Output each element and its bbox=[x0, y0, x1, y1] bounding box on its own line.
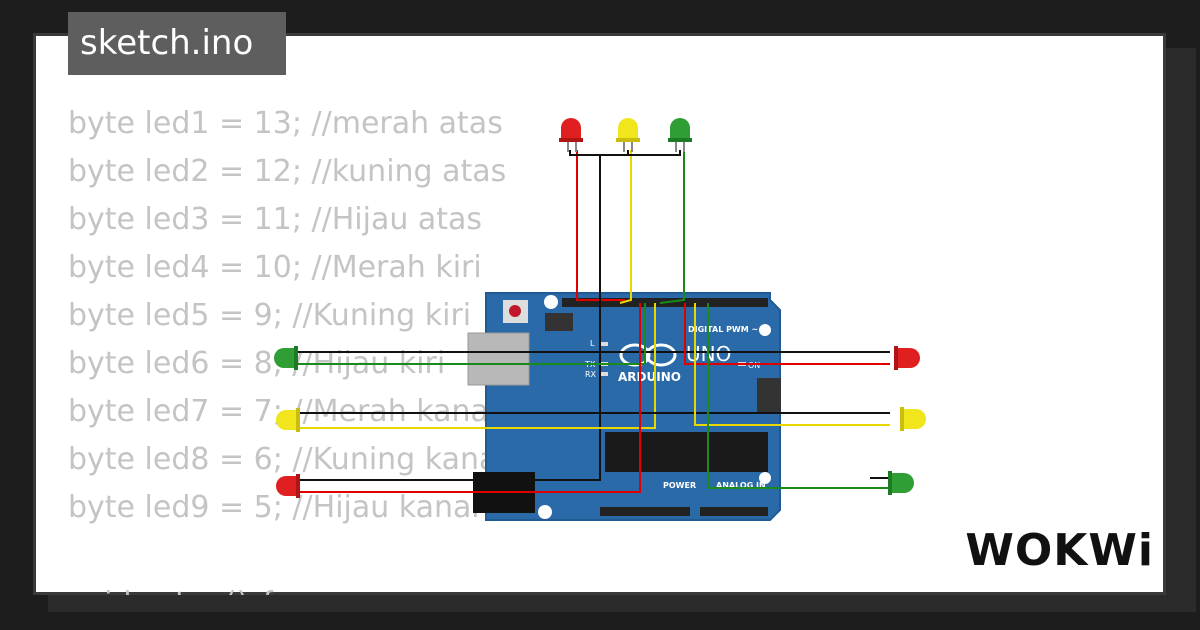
wire-green[interactable] bbox=[707, 303, 890, 489]
atmega-chip bbox=[605, 432, 768, 472]
led-yellow-right[interactable] bbox=[900, 407, 926, 431]
led-green-right[interactable] bbox=[888, 471, 914, 495]
code-line: byte led3 = 11; //Hijau atas bbox=[68, 202, 483, 237]
on-label: ON bbox=[748, 361, 760, 370]
code-line: byte led5 = 9; //Kuning kiri bbox=[68, 298, 472, 333]
analog-header bbox=[700, 507, 768, 516]
led-red-top[interactable] bbox=[559, 118, 583, 152]
led-green-top[interactable] bbox=[668, 118, 692, 152]
rx-led-icon bbox=[600, 372, 608, 376]
wire-green[interactable] bbox=[295, 303, 646, 365]
l-led-icon bbox=[600, 342, 608, 346]
icsp-header bbox=[545, 313, 573, 331]
led-yellow-left[interactable] bbox=[276, 408, 300, 432]
wire-black[interactable] bbox=[628, 150, 681, 156]
code-line: byte led4 = 10; //Merah kiri bbox=[68, 250, 482, 285]
wokwi-logo: WOKWi bbox=[965, 525, 1154, 576]
code-line: byte led8 = 6; //Kuning kanan bbox=[68, 442, 517, 477]
code-line: byte led1 = 13; //merah atas bbox=[68, 106, 503, 141]
file-tab[interactable]: sketch.ino bbox=[68, 12, 286, 75]
wire-green[interactable] bbox=[659, 150, 685, 304]
wire-yellow[interactable] bbox=[694, 303, 890, 426]
l-label: L bbox=[590, 339, 595, 348]
mounting-hole bbox=[544, 295, 558, 309]
code-line: byte led2 = 12; //kuning atas bbox=[68, 154, 507, 189]
code-editor: byte led1 = 13; //merah atas byte led2 =… bbox=[68, 100, 516, 628]
wire-yellow[interactable] bbox=[300, 303, 656, 429]
mounting-hole bbox=[759, 472, 771, 484]
led-red-left[interactable] bbox=[276, 474, 300, 498]
power-header bbox=[600, 507, 690, 516]
power-label: POWER bbox=[663, 481, 696, 490]
mounting-hole bbox=[759, 324, 771, 336]
wire-red[interactable] bbox=[684, 303, 890, 365]
wire-yellow[interactable] bbox=[619, 150, 632, 304]
card-bottom-shadow bbox=[48, 595, 1196, 612]
led-green-left[interactable] bbox=[274, 346, 298, 370]
brand-label: ARDUINO bbox=[618, 370, 681, 384]
rx-label: RX bbox=[585, 370, 597, 379]
wire-red[interactable] bbox=[300, 303, 641, 493]
wire-red[interactable] bbox=[576, 150, 625, 301]
analog-label: ANALOG IN bbox=[716, 481, 766, 490]
wires bbox=[295, 150, 890, 493]
led-yellow-top[interactable] bbox=[616, 118, 640, 152]
arduino-board[interactable]: ARDUINO UNO DIGITAL PWM ~ POWER ANALOG I… bbox=[467, 292, 781, 521]
mounting-hole bbox=[538, 505, 552, 519]
usb-port bbox=[467, 332, 530, 386]
icsp-header-right bbox=[757, 378, 781, 412]
led-red-right[interactable] bbox=[894, 346, 920, 370]
digital-label: DIGITAL PWM ~ bbox=[688, 325, 758, 334]
